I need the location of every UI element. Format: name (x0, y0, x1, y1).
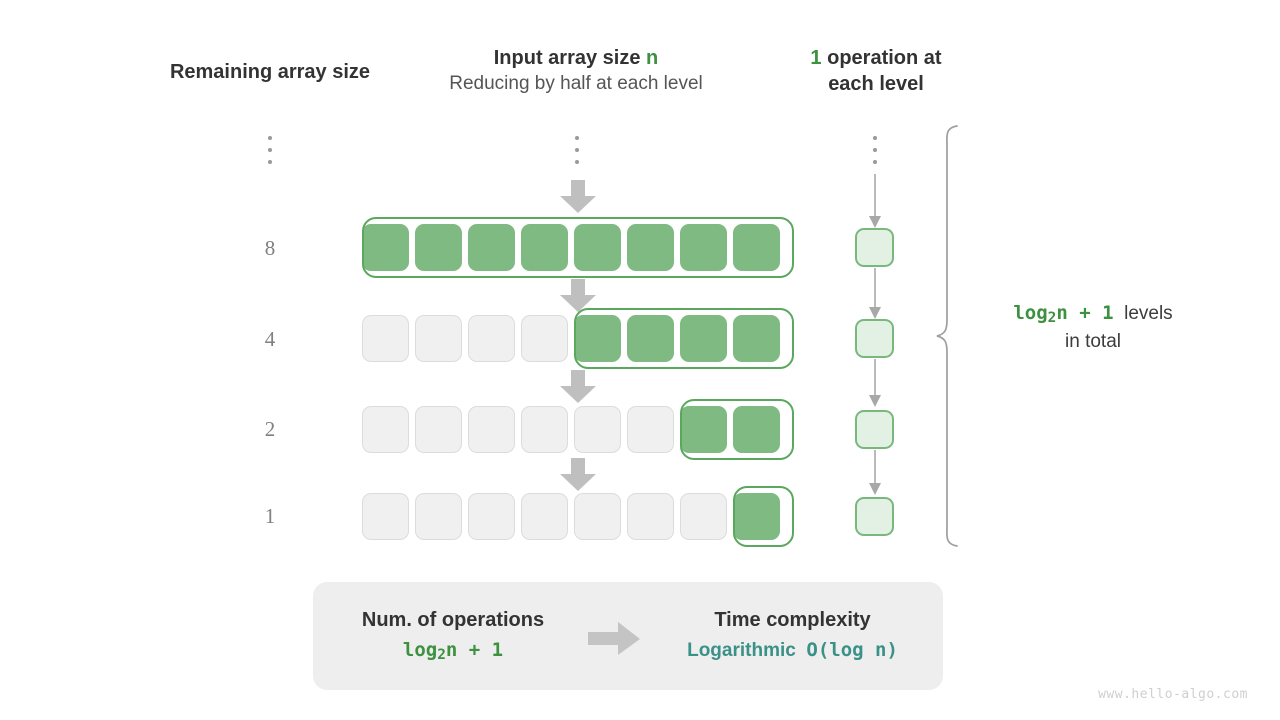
levels-formula-base: 2 (1047, 310, 1057, 327)
summary-operations-title: Num. of operations (361, 609, 545, 631)
array-cell (680, 406, 727, 453)
header-input-array-size-title-text: Input array size (493, 47, 647, 69)
levels-total-line1: log2n + 1 levels (975, 300, 1211, 329)
operation-flow-arrow-2 (856, 359, 894, 413)
array-cell (468, 315, 515, 362)
header-operations: 1 operation at each level (790, 46, 962, 97)
summary-complexity-word: Logarithmic (687, 640, 796, 661)
array-row-level-3 (362, 406, 780, 453)
ellipsis-dot (268, 148, 272, 152)
array-cell (521, 493, 568, 540)
array-cell (521, 406, 568, 453)
operation-cell-level-3 (855, 410, 894, 449)
array-row-level-2 (362, 315, 780, 362)
summary-complexity-column: Time complexity Logarithmic O(log n) (670, 605, 915, 665)
summary-implies-arrow (588, 622, 642, 661)
summary-complexity-notation: O(log n) (806, 639, 898, 661)
array-cell (680, 224, 727, 271)
header-operations-count: 1 (810, 47, 822, 69)
operation-flow-arrow-0 (856, 174, 894, 234)
header-input-array-size-title: Input array size n (396, 46, 756, 72)
ellipsis-operation-column (870, 136, 880, 164)
levels-formula-rest: n + 1 (1056, 302, 1114, 324)
array-cell (574, 224, 621, 271)
ellipsis-dot (873, 136, 877, 140)
array-cell (521, 224, 568, 271)
array-cell (415, 224, 462, 271)
summary-complexity-title: Time complexity (714, 609, 871, 631)
header-operations-line1: 1 operation at (790, 46, 962, 72)
operation-cell-level-2 (855, 319, 894, 358)
operation-cell-level-4 (855, 497, 894, 536)
array-cell (468, 224, 515, 271)
ellipsis-dot (268, 160, 272, 164)
levels-total-label: log2n + 1 levels in total (975, 300, 1211, 356)
ellipsis-dot (575, 148, 579, 152)
row-label-level-3: 2 (264, 417, 276, 441)
array-cell (468, 493, 515, 540)
row-label-level-1: 8 (264, 236, 276, 260)
array-cell (733, 224, 780, 271)
header-input-array-size: Input array size n Reducing by half at e… (396, 46, 756, 96)
ellipsis-dot (873, 160, 877, 164)
array-cell (415, 406, 462, 453)
row-label-level-2: 4 (264, 327, 276, 351)
array-cell (521, 315, 568, 362)
watermark: www.hello-algo.com (1098, 687, 1248, 702)
header-remaining-array-size: Remaining array size (110, 60, 430, 86)
ellipsis-dot (873, 148, 877, 152)
array-cell (362, 315, 409, 362)
array-cell (680, 493, 727, 540)
ellipsis-dot (268, 136, 272, 140)
reduce-arrow-1 (558, 180, 598, 214)
reduce-arrow-4 (558, 458, 598, 492)
header-remaining-array-size-label: Remaining array size (169, 61, 371, 83)
operation-cell-level-1 (855, 228, 894, 267)
ellipsis-dot (575, 136, 579, 140)
header-input-array-size-subtitle: Reducing by half at each level (449, 72, 703, 94)
summary-operations-rest: n + 1 (445, 639, 504, 661)
array-cell (627, 224, 674, 271)
ellipsis-dot (575, 160, 579, 164)
levels-total-line2: in total (1065, 330, 1121, 352)
operation-flow-arrow-3 (856, 450, 894, 501)
summary-operations-base: 2 (437, 647, 446, 664)
array-cell (362, 406, 409, 453)
array-row-level-1 (362, 224, 780, 271)
array-cell (574, 315, 621, 362)
array-cell (733, 315, 780, 362)
array-cell (362, 224, 409, 271)
array-cell (627, 315, 674, 362)
array-cell (627, 406, 674, 453)
array-cell (574, 493, 621, 540)
array-cell (733, 493, 780, 540)
operation-flow-arrow-1 (856, 268, 894, 325)
array-cell (415, 493, 462, 540)
reduce-arrow-2 (558, 279, 598, 313)
reduce-arrow-3 (558, 370, 598, 404)
array-cell (574, 406, 621, 453)
summary-complexity-value: Logarithmic O(log n) (670, 636, 915, 665)
array-cell (680, 315, 727, 362)
levels-formula: log2n + 1 (1013, 302, 1114, 327)
summary-operations-log: log (402, 639, 438, 661)
ellipsis-remaining-column (265, 136, 275, 164)
header-operations-line2: each level (828, 72, 924, 95)
array-row-level-4 (362, 493, 780, 540)
header-input-array-size-n: n (646, 47, 659, 69)
array-cell (733, 406, 780, 453)
levels-brace (935, 124, 967, 553)
summary-operations-value: log2n + 1 (338, 636, 568, 667)
levels-formula-log: log (1013, 302, 1048, 324)
array-cell (362, 493, 409, 540)
array-cell (468, 406, 515, 453)
row-label-level-4: 1 (264, 504, 276, 528)
levels-word: levels (1124, 303, 1173, 324)
array-cell (627, 493, 674, 540)
array-cell (415, 315, 462, 362)
summary-operations-column: Num. of operations log2n + 1 (338, 605, 568, 667)
header-operations-line1-text: operation at (821, 47, 942, 69)
ellipsis-array-column (572, 136, 582, 164)
